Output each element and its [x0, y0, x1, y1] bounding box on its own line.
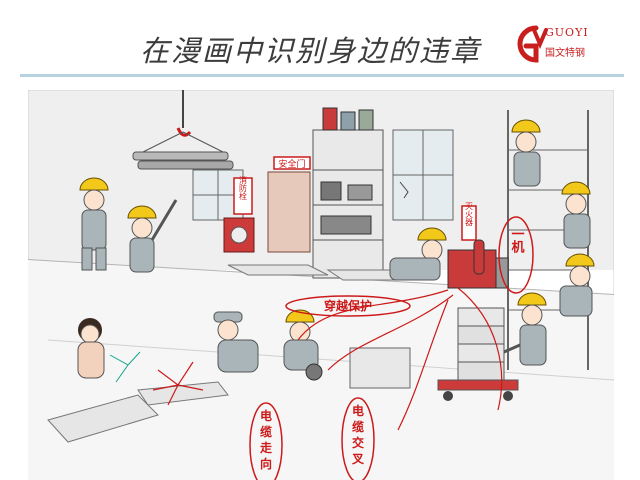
- annotation-one-machine: 一机: [509, 227, 525, 254]
- sign-extinguisher: 灭火器: [465, 202, 474, 227]
- worker-on-scaffold-middle: [561, 181, 591, 249]
- logo-subtitle-text: 国文特钢: [545, 48, 585, 59]
- annotation-cross-guardrail: 穿越保护: [324, 298, 372, 313]
- cart-with-blocks: [437, 307, 519, 401]
- worker-grinding: [213, 311, 259, 373]
- cable-crossing-char-2: 缆: [352, 419, 364, 434]
- logo-brand-text: GUOYI: [545, 26, 589, 39]
- worker-carrying: [389, 227, 447, 281]
- suspended-pipes: [132, 151, 234, 170]
- annotation-cable-crossing: 电 缆 交 叉: [351, 403, 365, 466]
- cable-direction-char-1: 电: [260, 408, 272, 423]
- welding-sparks: [152, 361, 204, 406]
- cable-crossing-char-4: 叉: [351, 452, 365, 466]
- slide-title: 在漫画中识别身边的违章: [140, 34, 482, 68]
- company-logo-icon: [517, 25, 548, 63]
- worker-pointing: [127, 199, 178, 273]
- safety-cartoon-illustration: 消防栓 安全门 灭火器: [28, 90, 614, 480]
- sign-fire-hydrant: 消防栓: [239, 175, 248, 201]
- title-divider: [20, 74, 624, 77]
- worker-standing-left: [79, 177, 109, 271]
- cable-crossing-char-1: 电: [352, 403, 364, 418]
- cable-direction-char-4: 向: [260, 456, 272, 471]
- cable-crossing-char-3: 交: [352, 435, 364, 450]
- annotation-cable-direction: 电 缆 走 向: [260, 408, 272, 471]
- worker-pushing-cart: [503, 292, 547, 366]
- worker-no-protection: [77, 318, 105, 379]
- welding-cables: [297, 287, 503, 431]
- cable-direction-char-2: 缆: [260, 424, 272, 439]
- sign-safety-door: 安全门: [278, 158, 305, 170]
- worker-on-scaffold-top: [511, 119, 541, 187]
- worker-sitting-right: [559, 253, 595, 317]
- window-right: [392, 129, 454, 221]
- cable-direction-char-3: 走: [260, 440, 272, 455]
- tool-shelf: [312, 107, 384, 279]
